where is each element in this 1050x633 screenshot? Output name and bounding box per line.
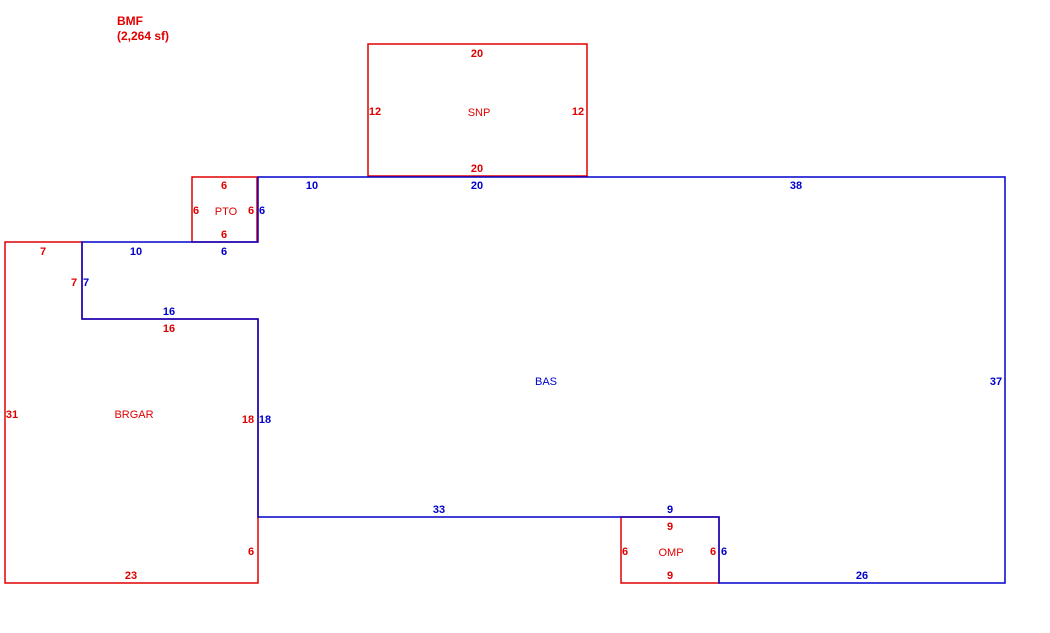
snp-area-code: SNP	[468, 107, 491, 119]
snp-top-dimension: 20	[471, 48, 483, 60]
omp-top-dimension: 9	[667, 521, 673, 533]
pto-area-code: PTO	[215, 206, 238, 218]
brgar-right-lower-dimension: 6	[248, 546, 254, 558]
bas-bottom-left-dimension: 33	[433, 504, 445, 516]
snp-outline	[367, 43, 588, 177]
bas-area-code: BAS	[535, 376, 557, 388]
omp-left-dimension: 6	[622, 546, 628, 558]
pto-left-dimension: 6	[193, 205, 199, 217]
bas-step-horizontal-dimension: 16	[163, 306, 175, 318]
bas-step-vertical-dimension: 7	[83, 277, 89, 289]
brgar-left-dimension: 31	[6, 409, 18, 421]
bas-left-vertical-dimension: 18	[259, 414, 271, 426]
bas-bottom-right-dimension: 26	[856, 570, 868, 582]
pto-right-dimension: 6	[248, 205, 254, 217]
snp-right-dimension: 12	[572, 106, 584, 118]
pto-bottom-dimension: 6	[221, 229, 227, 241]
bas-outline	[81, 176, 1006, 584]
pto-top-dimension: 6	[221, 180, 227, 192]
bas-omp-side-dimension: 6	[721, 546, 727, 558]
omp-bottom-dimension: 9	[667, 570, 673, 582]
snp-bottom-dimension: 20	[471, 163, 483, 175]
sketch-total-area: (2,264 sf)	[117, 29, 169, 43]
sketch-code: BMF	[117, 14, 143, 28]
bas-right-dimension: 37	[990, 376, 1002, 388]
brgar-top-dimension: 7	[40, 246, 46, 258]
snp-left-dimension: 12	[369, 106, 381, 118]
brgar-area-code: BRGAR	[114, 409, 153, 421]
bas-top-mid-dimension: 20	[471, 180, 483, 192]
bas-step-top-dimension: 10	[130, 246, 142, 258]
omp-right-dimension: 6	[710, 546, 716, 558]
brgar-inner-vertical-dimension: 7	[71, 277, 77, 289]
brgar-right-upper-dimension: 18	[242, 414, 254, 426]
bas-top-right-dimension: 38	[790, 180, 802, 192]
brgar-bottom-dimension: 23	[125, 570, 137, 582]
bas-step-pto-dimension: 6	[221, 246, 227, 258]
brgar-inner-horizontal-dimension: 16	[163, 323, 175, 335]
bas-omp-top-dimension: 9	[667, 504, 673, 516]
omp-area-code: OMP	[658, 547, 683, 559]
bas-pto-side-dimension: 6	[259, 205, 265, 217]
bas-top-left-dimension: 10	[306, 180, 318, 192]
